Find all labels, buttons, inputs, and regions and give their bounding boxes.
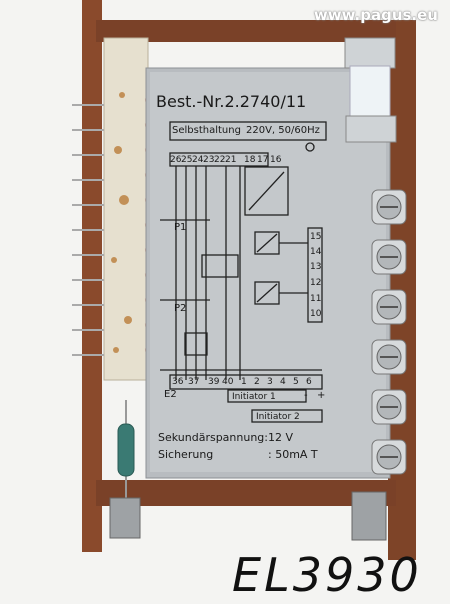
bottom-terminal-4: 4 [280, 377, 286, 387]
right-terminal-12: 12 [310, 278, 322, 288]
bottom-terminal-6: 6 [306, 377, 312, 387]
left-pins [72, 104, 104, 356]
fuse-value: : 50mA T [268, 448, 318, 461]
top-terminal-23: 23 [203, 155, 215, 165]
bottom-terminal-37: 37 [188, 377, 200, 387]
top-terminal-25: 25 [181, 155, 193, 165]
plus-label: + [317, 390, 326, 401]
initiator-2-label: Initiator 2 [256, 412, 300, 422]
top-terminal-17: 17 [257, 155, 269, 165]
supply-label: 220V, 50/60Hz [246, 125, 320, 136]
part-number: Best.-Nr.2.2740/11 [156, 92, 307, 111]
site-watermark: www.pagus.eu [313, 6, 438, 24]
bottom-terminal-1: 1 [241, 377, 247, 387]
right-terminal-15: 15 [310, 232, 322, 242]
bottom-terminal-39: 39 [208, 377, 220, 387]
bottom-terminal-2: 2 [254, 377, 260, 387]
mode-label: Selbsthaltung [172, 125, 241, 136]
bottom-clips [109, 491, 387, 541]
e2-label: E2 [164, 389, 177, 400]
top-pcb-bar [96, 20, 396, 42]
secondary-voltage-label: Sekundärspannung: [158, 431, 268, 444]
capacitor [117, 400, 135, 498]
left-pcb [82, 0, 102, 552]
top-terminal-16: 16 [270, 155, 282, 165]
top-terminal-26: 26 [170, 155, 182, 165]
top-terminal-18: 18 [244, 155, 256, 165]
right-terminal-13: 13 [310, 262, 322, 272]
p2-label: P2 [174, 303, 187, 314]
p1-label: P1 [174, 222, 187, 233]
top-terminal-22: 22 [214, 155, 226, 165]
bottom-terminal-5: 5 [293, 377, 299, 387]
bottom-terminal-36: 36 [172, 377, 184, 387]
bottom-pcb-bar [96, 480, 396, 506]
right-terminal-14: 14 [310, 247, 322, 257]
secondary-voltage-value: 12 V [268, 431, 294, 444]
right-terminal-11: 11 [310, 294, 322, 304]
fuse-label: Sicherung [158, 448, 214, 461]
top-terminal-21: 21 [225, 155, 237, 165]
fuse-holder [344, 37, 397, 143]
right-terminal-10: 10 [310, 309, 322, 319]
circuit-diagram [160, 121, 327, 423]
bottom-terminal-3: 3 [267, 377, 273, 387]
edge-connector [103, 37, 149, 381]
initiator-1-label: Initiator 1 [232, 392, 276, 402]
minus-label: - [304, 390, 308, 401]
screw-terminals [371, 189, 407, 475]
handwritten-code: EL3930 [232, 548, 422, 602]
bottom-terminal-40: 40 [222, 377, 234, 387]
top-terminal-24: 24 [192, 155, 204, 165]
connector-rust [111, 92, 132, 353]
